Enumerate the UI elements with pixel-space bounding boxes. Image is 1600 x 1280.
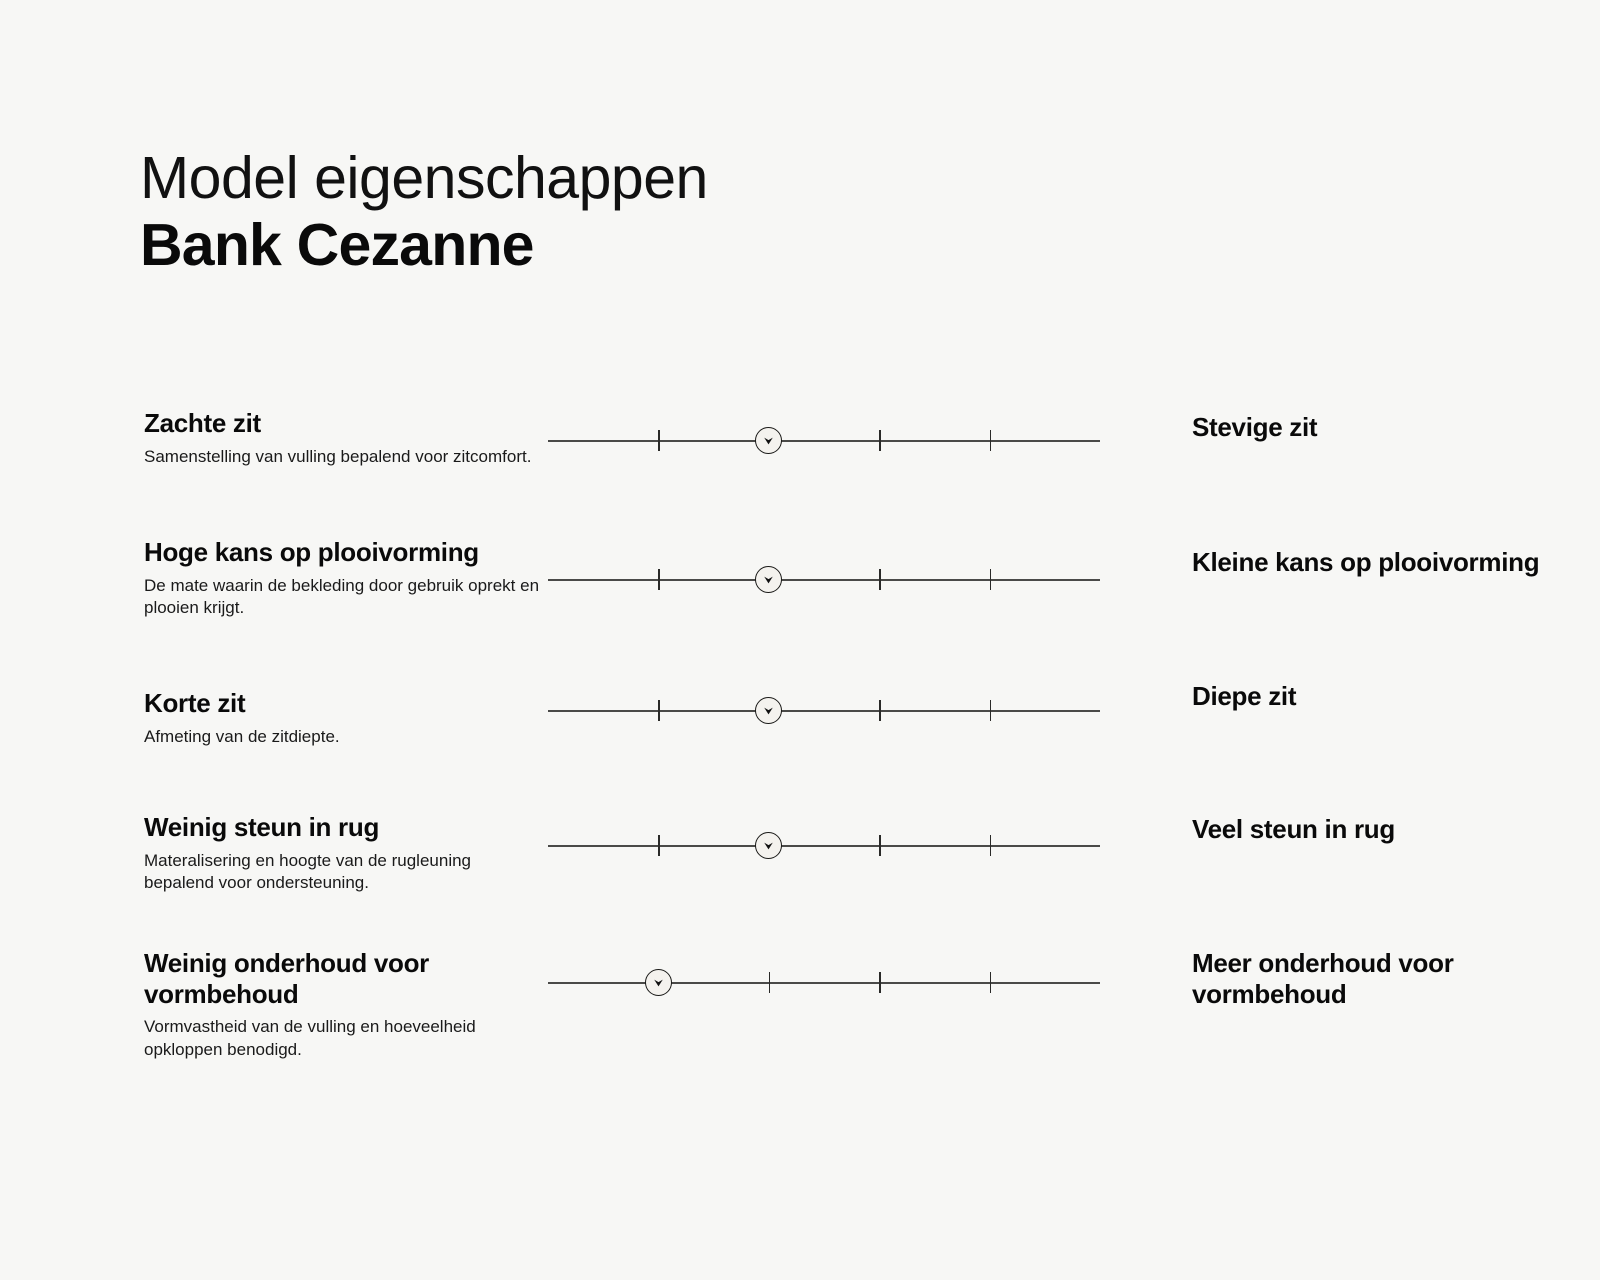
chevron-down-icon [764, 576, 774, 584]
slider-tick [879, 700, 881, 721]
page-header: Model eigenschappen Bank Cezanne [140, 148, 708, 278]
slider-tick [658, 569, 660, 590]
property-left-label: Korte zit [144, 688, 246, 718]
property-description: Materalisering en hoogte van de rugleuni… [144, 850, 472, 893]
property-slider[interactable] [548, 560, 1100, 600]
slider-track[interactable] [548, 440, 1100, 442]
property-slider[interactable] [548, 963, 1100, 1003]
property-right-label: Kleine kans op plooivorming [1192, 547, 1540, 577]
slider-tick [879, 569, 881, 590]
slider-tick [989, 430, 992, 451]
slider-tick [658, 700, 660, 721]
property-left-block: Hoge kans op plooivorming De mate waarin … [144, 537, 544, 620]
slider-tick [989, 835, 992, 856]
property-right-label: Meer onderhoud voor vormbehoud [1192, 948, 1454, 1009]
slider-tick [768, 972, 771, 993]
slider-tick [989, 569, 992, 590]
property-right-label: Veel steun in rug [1192, 814, 1395, 844]
chevron-down-icon [764, 842, 774, 850]
property-left-label: Weinig steun in rug [144, 812, 380, 842]
property-slider[interactable] [548, 826, 1100, 866]
property-slider[interactable] [548, 421, 1100, 461]
slider-marker[interactable] [644, 969, 672, 996]
page-title-primary: Model eigenschappen [140, 145, 708, 211]
property-description: Samenstelling van vulling bepalend voor … [144, 446, 532, 466]
slider-tick [989, 700, 992, 721]
property-left-label: Zachte zit [144, 408, 261, 438]
slider-track[interactable] [548, 845, 1100, 847]
slider-track[interactable] [548, 579, 1100, 581]
slider-track[interactable] [548, 982, 1100, 984]
slider-tick [658, 430, 660, 451]
property-right-block: Diepe zit [1192, 681, 1592, 712]
property-description: Afmeting van de zitdiepte. [144, 726, 340, 746]
property-right-block: Stevige zit [1192, 412, 1592, 443]
slider-tick [879, 835, 881, 856]
property-right-block: Meer onderhoud voor vormbehoud [1192, 948, 1592, 1009]
property-right-block: Kleine kans op plooivorming [1192, 547, 1592, 578]
chevron-down-icon [654, 979, 663, 987]
property-slider[interactable] [548, 691, 1100, 731]
property-right-block: Veel steun in rug [1192, 814, 1592, 845]
property-right-label: Diepe zit [1192, 681, 1297, 711]
slider-marker[interactable] [755, 566, 783, 593]
property-left-label: Weinig onderhoud voor vormbehoud [144, 948, 429, 1009]
slider-marker[interactable] [755, 697, 783, 724]
slider-track[interactable] [548, 710, 1100, 712]
slider-tick [658, 835, 660, 856]
slider-tick [879, 972, 881, 993]
chevron-down-icon [764, 437, 774, 445]
slider-marker[interactable] [755, 427, 783, 454]
page-title-model-name: Bank Cezanne [140, 212, 535, 279]
property-description: De mate waarin de bekleding door gebruik… [144, 575, 540, 618]
slider-tick [879, 430, 881, 451]
property-right-label: Stevige zit [1192, 412, 1318, 442]
chevron-down-icon [764, 707, 774, 715]
slider-marker[interactable] [755, 832, 783, 859]
property-description: Vormvastheid van de vulling en hoeveelhe… [144, 1017, 476, 1059]
slider-tick [989, 972, 992, 993]
property-left-label: Hoge kans op plooivorming [144, 537, 479, 567]
